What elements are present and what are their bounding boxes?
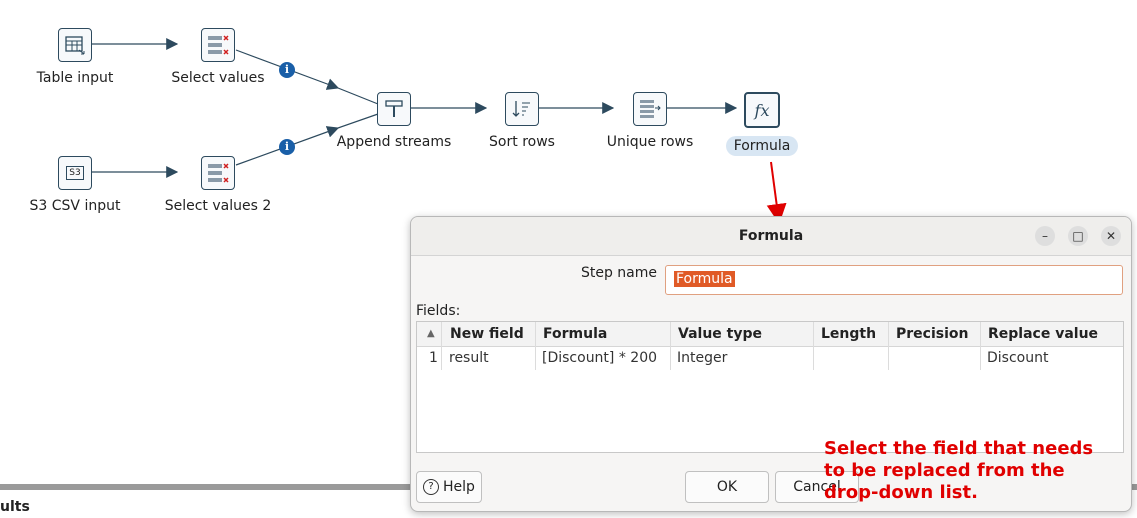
formula-dialog: Formula – □ ✕ Step name Formula Fields: … [410, 216, 1132, 512]
step-label: Append streams [336, 134, 452, 150]
step-formula[interactable]: fx Formula [702, 92, 822, 156]
step-append-streams[interactable]: Append streams [334, 92, 454, 150]
table-icon [58, 28, 92, 62]
select-values-icon [201, 156, 235, 190]
step-name-label: Step name [580, 265, 657, 281]
s3-file-icon: S3 [58, 156, 92, 190]
step-name-value: Formula [674, 271, 735, 287]
step-label: Unique rows [606, 134, 694, 150]
cancel-button[interactable]: Cancel [775, 471, 859, 503]
column-header[interactable]: Precision [896, 326, 969, 342]
help-label: Help [443, 479, 475, 495]
formula-cell[interactable]: [Discount] * 200 [542, 350, 658, 366]
step-unique-rows[interactable]: Unique rows [590, 92, 710, 150]
column-header[interactable]: Length [821, 326, 877, 342]
step-name-row: Step name Formula [411, 265, 1131, 295]
step-label: S3 CSV input [29, 198, 121, 214]
close-button[interactable]: ✕ [1101, 226, 1121, 246]
sort-icon [505, 92, 539, 126]
help-button[interactable]: ?Help [416, 471, 482, 503]
help-icon: ? [423, 479, 440, 495]
info-icon[interactable]: i [279, 62, 295, 78]
maximize-button[interactable]: □ [1068, 226, 1088, 246]
step-select-values-2[interactable]: Select values 2 [158, 156, 278, 214]
column-header[interactable]: Value type [678, 326, 762, 342]
step-label: Select values 2 [164, 198, 272, 214]
row-number: 1 [429, 350, 438, 366]
column-header[interactable]: Replace value [988, 326, 1099, 342]
dialog-title: Formula [738, 228, 804, 244]
replace-value-cell[interactable]: Discount [987, 350, 1049, 366]
sort-arrow-icon[interactable]: ▲ [427, 328, 435, 339]
column-header[interactable]: Formula [543, 326, 608, 342]
unique-rows-icon [633, 92, 667, 126]
annotation-text: Select the field that needs to be replac… [824, 438, 1094, 503]
table-header [417, 322, 1123, 347]
minimize-button[interactable]: – [1035, 226, 1055, 246]
step-sort-rows[interactable]: Sort rows [462, 92, 582, 150]
new-field-cell[interactable]: result [449, 350, 489, 366]
info-icon[interactable]: i [279, 139, 295, 155]
step-select-values[interactable]: Select values [158, 28, 278, 86]
step-name-input[interactable]: Formula [665, 265, 1123, 295]
fields-label: Fields: [416, 303, 461, 319]
step-label: Sort rows [489, 134, 555, 150]
step-label: Select values [171, 70, 265, 86]
ok-button[interactable]: OK [685, 471, 769, 503]
append-streams-icon [377, 92, 411, 126]
formula-icon: fx [744, 92, 780, 128]
results-panel-title: ults [0, 499, 30, 515]
fields-table[interactable]: ▲ New field Formula Value type Length Pr… [416, 321, 1124, 453]
step-s3-csv-input[interactable]: S3 S3 CSV input [15, 156, 135, 214]
step-label: Table input [36, 70, 114, 86]
step-table-input[interactable]: Table input [15, 28, 135, 86]
annotation-arrow-formula [766, 161, 787, 224]
hop-select2-to-append-tail [337, 113, 379, 129]
dialog-titlebar[interactable]: Formula – □ ✕ [411, 217, 1131, 256]
hop-select-to-append-tail [337, 87, 379, 105]
step-label: Formula [725, 136, 799, 156]
select-values-icon [201, 28, 235, 62]
column-header[interactable]: New field [450, 326, 524, 342]
value-type-cell[interactable]: Integer [677, 350, 728, 366]
